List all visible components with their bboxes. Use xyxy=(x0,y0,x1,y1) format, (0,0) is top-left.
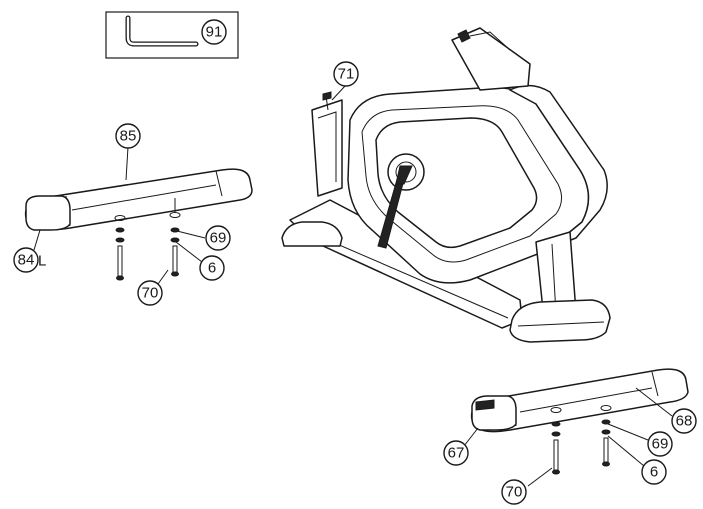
svg-text:67: 67 xyxy=(448,445,465,462)
callout-85: 85 xyxy=(115,123,141,181)
washer-bolt-left-group xyxy=(114,198,181,281)
svg-text:85: 85 xyxy=(120,128,137,145)
callout-69-left: 69 xyxy=(176,225,231,251)
svg-text:6: 6 xyxy=(650,464,658,481)
svg-text:68: 68 xyxy=(676,413,693,430)
callout-69-right: 69 xyxy=(607,423,673,457)
callout-6-right: 6 xyxy=(607,435,667,485)
svg-text:84: 84 xyxy=(18,252,35,269)
callout-68: 68 xyxy=(635,387,697,434)
svg-text:91: 91 xyxy=(206,24,223,41)
svg-text:69: 69 xyxy=(652,436,669,453)
callout-91: 91 xyxy=(201,19,227,45)
callout-70-left: 70 xyxy=(137,269,169,306)
svg-text:L: L xyxy=(38,253,46,270)
svg-text:70: 70 xyxy=(142,285,159,302)
svg-text:70: 70 xyxy=(506,484,523,501)
callout-67: 67 xyxy=(443,427,479,466)
washer-bolt-right-group xyxy=(550,405,612,475)
svg-text:6: 6 xyxy=(208,260,216,277)
callout-84: 84 L xyxy=(13,229,46,273)
svg-text:71: 71 xyxy=(338,66,355,83)
end-cap-part-84 xyxy=(25,195,71,231)
callout-70-right: 70 xyxy=(501,467,553,505)
callout-6-left: 6 xyxy=(175,241,225,281)
bike-frame-main xyxy=(281,27,611,343)
svg-text:69: 69 xyxy=(210,230,227,247)
end-cap-part-67 xyxy=(471,395,517,431)
callout-71: 71 xyxy=(331,61,359,101)
